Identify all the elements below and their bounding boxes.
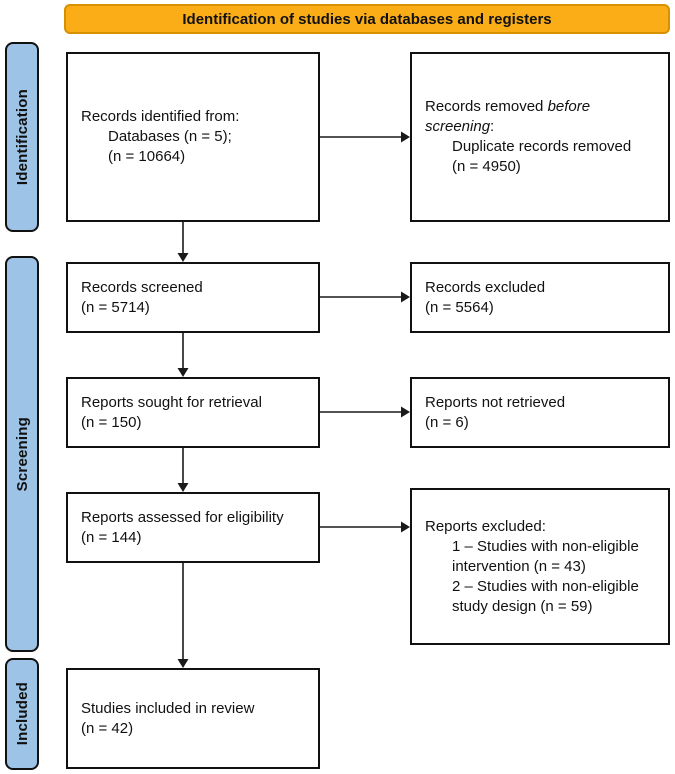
box-records-excluded-line2: (n = 5564) xyxy=(425,298,494,316)
records-removed-suffix: : xyxy=(490,118,495,135)
box-reports-excluded-line2: 1 – Studies with non-eligible interventi… xyxy=(452,537,639,575)
stage-label-identification: Identification xyxy=(5,42,39,232)
box-reports-assessed: Reports assessed for eligibility (n = 14… xyxy=(66,492,320,563)
box-reports-not-retrieved-line1: Reports not retrieved xyxy=(425,393,566,411)
box-records-removed: Records removed before screening: Duplic… xyxy=(410,52,670,222)
arrow-assessed-to-reports-excluded xyxy=(320,521,410,533)
box-studies-included-line2: (n = 42) xyxy=(81,719,134,737)
box-reports-excluded-line1: Reports excluded: xyxy=(425,517,546,535)
arrow-identified-to-screened xyxy=(177,222,189,262)
box-records-screened-line1: Records screened xyxy=(81,278,203,296)
stage-label-identification-text: Identification xyxy=(13,88,31,186)
banner-label: Identification of studies via databases … xyxy=(182,10,552,28)
stage-label-included-text: Included xyxy=(13,682,31,746)
box-reports-sought-line1: Reports sought for retrieval xyxy=(81,393,262,411)
box-reports-not-retrieved-line2: (n = 6) xyxy=(425,413,469,431)
box-reports-excluded-line3: 2 – Studies with non-eligible study desi… xyxy=(452,577,639,615)
box-records-excluded-line1: Records excluded xyxy=(425,278,546,296)
arrow-identified-to-removed xyxy=(320,131,410,143)
stage-label-included: Included xyxy=(5,658,39,770)
box-records-excluded: Records excluded (n = 5564) xyxy=(410,262,670,333)
arrow-screened-to-excluded xyxy=(320,291,410,303)
arrow-screened-to-sought xyxy=(177,333,189,377)
box-records-identified-line2: Databases (n = 5); xyxy=(108,128,232,145)
box-records-screened-line2: (n = 5714) xyxy=(81,298,150,316)
box-reports-not-retrieved: Reports not retrieved (n = 6) xyxy=(410,377,670,448)
stage-label-screening-text: Screening xyxy=(13,416,31,492)
box-studies-included: Studies included in review (n = 42) xyxy=(66,668,320,769)
box-records-identified: Records identified from: Databases (n = … xyxy=(66,52,320,222)
box-records-removed-line3: (n = 4950) xyxy=(452,158,521,175)
box-reports-sought-line2: (n = 150) xyxy=(81,413,142,431)
box-reports-assessed-line1: Reports assessed for eligibility xyxy=(81,508,284,526)
records-removed-italic: before screening xyxy=(425,98,591,135)
arrow-sought-to-not-retrieved xyxy=(320,406,410,418)
box-records-identified-line1: Records identified from: xyxy=(81,108,240,125)
box-reports-excluded: Reports excluded: 1 – Studies with non-e… xyxy=(410,488,670,645)
stage-label-screening: Screening xyxy=(5,256,39,652)
box-reports-sought: Reports sought for retrieval (n = 150) xyxy=(66,377,320,448)
box-records-removed-line1: Records removed before screening: xyxy=(425,97,660,137)
box-records-removed-line2: Duplicate records removed xyxy=(452,138,632,155)
banner-databases-registers: Identification of studies via databases … xyxy=(64,4,670,34)
box-reports-assessed-line2: (n = 144) xyxy=(81,528,142,546)
box-records-identified-line3: (n = 10664) xyxy=(108,148,186,165)
box-studies-included-line1: Studies included in review xyxy=(81,699,255,717)
box-records-screened: Records screened (n = 5714) xyxy=(66,262,320,333)
arrow-sought-to-assessed xyxy=(177,448,189,492)
records-removed-prefix: Records removed xyxy=(425,98,548,115)
arrow-assessed-to-included xyxy=(177,563,189,668)
